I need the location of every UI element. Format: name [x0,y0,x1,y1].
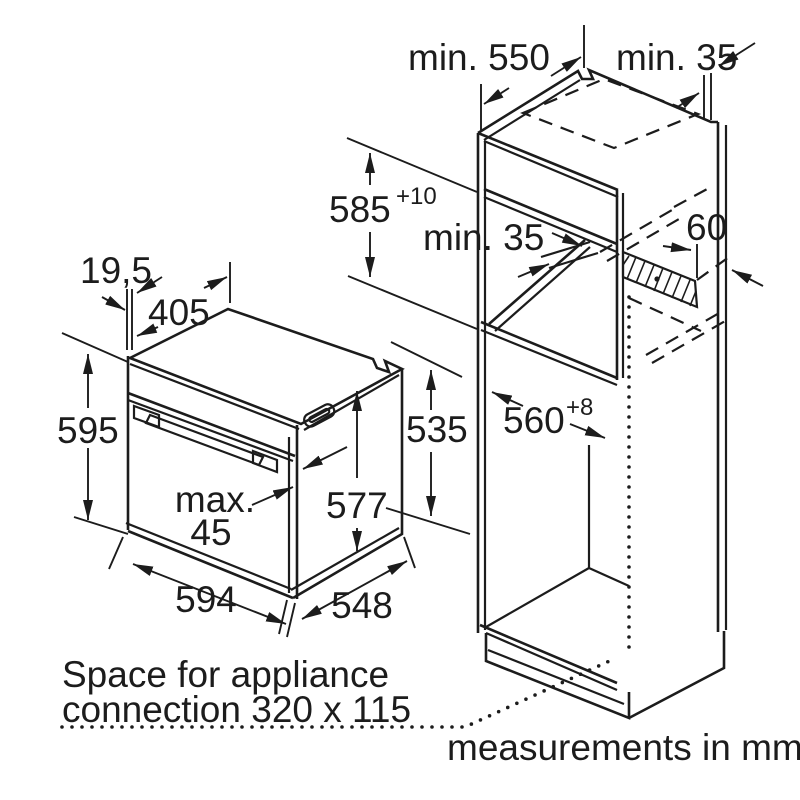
cabinet-outline [476,67,728,720]
appliance-connection-note-line2: connection 320 x 115 [62,689,411,730]
dim-oven-width-label: 594 [175,579,237,620]
oven-handle [132,404,279,474]
dim-rear-height-label: 535 [406,409,468,450]
cabinet-dimensions [346,25,764,439]
side-grip-cutout [303,403,336,428]
dim-min-35-rear-label: min. 35 [423,217,544,258]
dim-body-height-label: 577 [326,485,388,526]
dim-niche-depth-label: 560 [503,400,565,441]
dim-niche-height-label: 585 [329,189,391,230]
dim-body-depth-label: 548 [331,585,393,626]
dim-max-value: 45 [190,512,231,553]
dim-vent-depth-label: 60 [686,207,727,248]
dimension-labels: min. 550 min. 35 585 +10 min. 35 60 19,5… [57,37,737,626]
appliance-connection-note-line1: Space for appliance [62,654,389,695]
units-note: measurements in mm [447,727,800,768]
dim-top-depth-label: 405 [148,292,210,333]
notes: Space for appliance connection 320 x 115… [62,654,800,768]
dim-min-35-top-label: min. 35 [616,37,737,78]
oven-dimensions [61,262,471,638]
dim-niche-height-tolerance: +10 [396,183,437,210]
vent-cutout [621,250,699,309]
dim-max-label: max. [175,479,255,520]
dim-niche-depth-tolerance: +8 [566,394,593,421]
hidden-edges [520,77,730,364]
dim-oven-height-label: 595 [57,410,119,451]
dim-door-gap-label: 19,5 [80,250,152,291]
dim-min-550-label: min. 550 [408,37,550,78]
